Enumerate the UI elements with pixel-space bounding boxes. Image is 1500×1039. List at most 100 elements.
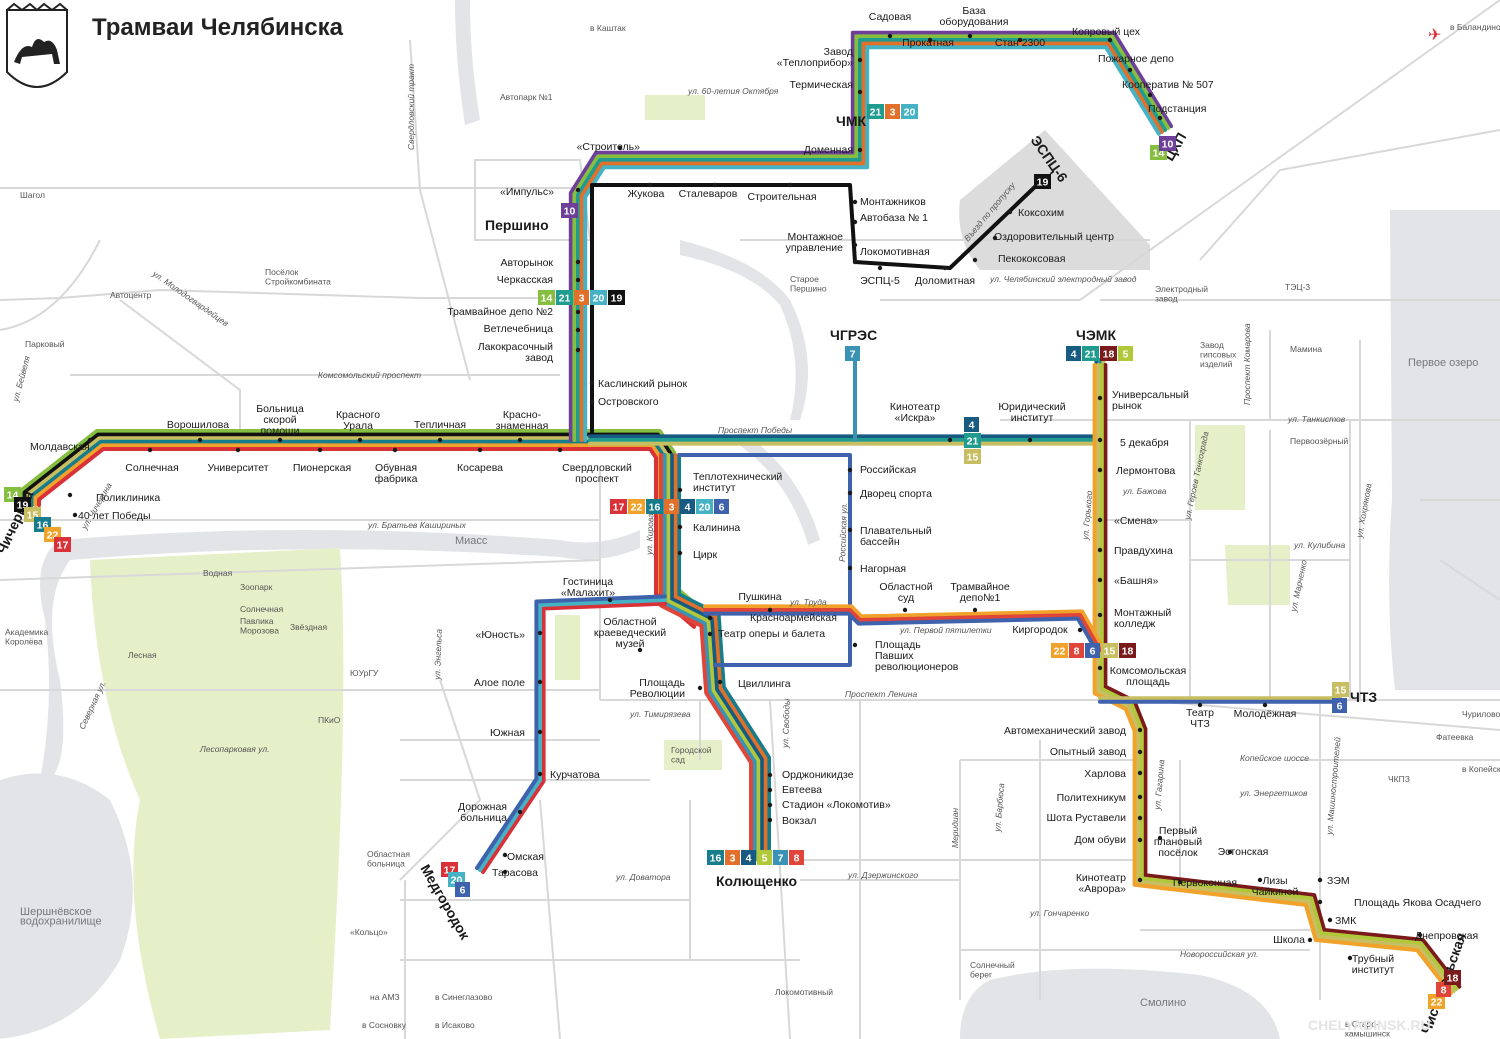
- tram-stop: [537, 630, 543, 636]
- tram-stop: [1097, 612, 1103, 618]
- route-number-label: 17: [444, 865, 456, 877]
- road: [769, 699, 791, 1039]
- stop-label: ЗЭМ: [1327, 875, 1350, 887]
- route-badge: [757, 850, 772, 865]
- street-label: ул. Энгельса: [432, 628, 444, 681]
- stop-label: Орджоникидзе: [782, 769, 854, 781]
- route-19-line: [590, 180, 1042, 442]
- route-number-label: 8: [1074, 646, 1080, 658]
- route-badge: [1436, 982, 1451, 997]
- tram-stop: [1137, 727, 1143, 733]
- route-badge: [34, 517, 51, 532]
- stop-label: Калинина: [693, 522, 740, 534]
- route-badge: [628, 499, 645, 514]
- stop-label: Опытный завод: [1050, 746, 1126, 758]
- tram-stop: [677, 524, 683, 530]
- tram-stop: [1137, 815, 1143, 821]
- route-5-line: [1099, 363, 1459, 991]
- tram-stop: [197, 437, 203, 443]
- tram-stop: [87, 437, 93, 443]
- street-label: Въезд по пропуску: [962, 180, 1018, 244]
- stop-label: Островского: [598, 396, 659, 408]
- street-label: ул. Первой пятилетки: [899, 625, 992, 635]
- street-label: ул. Тимирязева: [629, 709, 691, 719]
- park-area: [90, 548, 344, 1039]
- route-number-label: 6: [1090, 646, 1096, 658]
- route-number-label: 20: [451, 875, 463, 887]
- stop-label: «Строитель»: [577, 141, 641, 153]
- place-label: Миасс: [455, 535, 488, 547]
- place-label: в Каштак: [590, 23, 626, 33]
- route-number-label: 18: [1447, 973, 1459, 985]
- road: [1139, 699, 1500, 731]
- stop-label: Садовая: [869, 11, 912, 23]
- tram-stop: [1097, 665, 1103, 671]
- street-label: ул. Доватора: [615, 872, 671, 882]
- route-number-label: 17: [613, 502, 625, 514]
- terminal-label: Першино: [485, 217, 549, 233]
- route-badge: [24, 507, 41, 522]
- street-label: ул. Марченко: [1288, 559, 1309, 614]
- street-label: ул. Гончаренко: [1029, 908, 1089, 918]
- street-label: ул. Кулибина: [1293, 540, 1345, 550]
- route-badge: [1034, 174, 1051, 189]
- tram-stop: [767, 817, 773, 823]
- tram-stop: [857, 57, 863, 63]
- road: [0, 239, 101, 331]
- road: [0, 559, 601, 581]
- watermark: CHELYABINSK.RU: [1308, 1017, 1431, 1033]
- street-label: Комсомольский проспект: [318, 370, 421, 380]
- route-number-label: 5: [762, 853, 768, 865]
- stop-label: Прокатная: [902, 37, 954, 49]
- street-label: ул. Братьев Кашириных: [367, 520, 467, 530]
- stop-label: Локомотивная: [860, 246, 930, 258]
- stop-label: 40 лет Победы: [78, 510, 151, 522]
- road: [119, 299, 241, 430]
- tram-stop: [927, 37, 933, 43]
- road: [399, 679, 482, 881]
- tram-stop: [575, 187, 581, 193]
- place-label: Шагол: [20, 190, 45, 200]
- stop-label: Молдавская: [30, 441, 90, 453]
- route-badge: [680, 499, 695, 514]
- tram-stop: [647, 182, 653, 188]
- place-label: в Старо-камышинск: [1345, 1019, 1390, 1039]
- route-badge: [867, 104, 884, 119]
- stop-label: Красноармейская: [750, 612, 837, 624]
- place-label: Зоопарк: [240, 582, 273, 592]
- route-number-label: 10: [564, 206, 576, 218]
- stop-label: Кинотеатр«Аврора»: [1076, 872, 1126, 895]
- water-body: [680, 240, 808, 420]
- stop-label: Университет: [207, 462, 268, 474]
- route-number-label: 15: [1335, 685, 1347, 697]
- tram-stop: [575, 347, 581, 353]
- terminal-label: ЦХП: [1161, 130, 1190, 164]
- stop-label: Трамвайное депо №2: [447, 306, 553, 318]
- route-number-label: 4: [1071, 349, 1077, 361]
- tram-stop: [677, 487, 683, 493]
- stop-label: Киргородок: [1012, 624, 1068, 636]
- street-label: ул. Энергетиков: [1239, 788, 1308, 798]
- park-area: [645, 95, 705, 120]
- stop-label: Алое поле: [474, 677, 525, 689]
- route-number-label: 19: [17, 500, 29, 512]
- stop-label: Подстанция: [1148, 103, 1206, 115]
- tram-stop: [235, 447, 241, 453]
- stop-label: Ветлечебница: [484, 323, 554, 335]
- tram-stop: [1317, 877, 1323, 883]
- route-badge: [610, 499, 627, 514]
- route-number-label: 22: [47, 530, 59, 542]
- place-label: на АМЗ: [370, 992, 400, 1002]
- route-badge: [1085, 643, 1100, 658]
- place-label: Мамина: [1290, 344, 1322, 354]
- stop-label: Поликлиника: [96, 492, 160, 504]
- tram-stop: [1417, 932, 1423, 938]
- water-body: [455, 0, 480, 125]
- street-label: Российская ул.: [837, 502, 849, 562]
- stop-label: ЭСПЦ-5: [860, 275, 900, 287]
